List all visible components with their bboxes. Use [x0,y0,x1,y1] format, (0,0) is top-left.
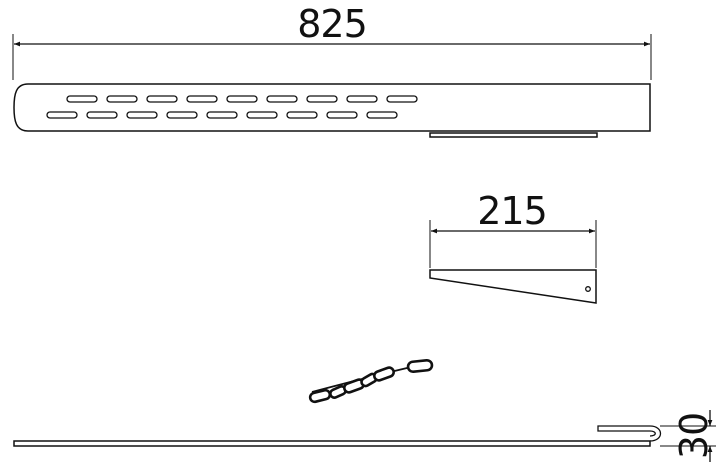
chain-link [373,366,395,382]
bracket-hole [585,286,591,292]
rail-slot [366,111,398,119]
rail-base-strip [429,132,598,138]
rail-slot [206,111,238,119]
rail-slot [126,111,158,119]
rail-slot [266,95,298,103]
rail-slot [246,111,278,119]
rail-slot [306,95,338,103]
rail-slot [326,111,358,119]
rail-slot [346,95,378,103]
dimension-label-825: 825 [297,2,367,46]
rail-slot [286,111,318,119]
dimension-30: 30 [660,410,716,462]
rail-slot [186,95,218,103]
rail-slot [106,95,138,103]
dimension-label-215: 215 [477,189,547,233]
rail-slot [146,95,178,103]
rod-body [13,440,651,447]
rail-slot [226,95,258,103]
hook-rod [13,425,662,447]
rail-slot [46,111,78,119]
slot-row-bottom [46,111,398,119]
support-bracket [429,269,597,304]
chain-link-end [406,358,434,374]
dimension-825: 825 [12,2,652,80]
chain [308,358,434,404]
dimension-label-30: 30 [672,413,716,459]
perforated-rail [13,83,651,138]
rod-hook [597,425,662,442]
bracket-body [429,269,597,304]
dimension-215: 215 [429,189,597,268]
slot-row-top [66,95,418,103]
rail-slot [166,111,198,119]
rail-slot [86,111,118,119]
rail-slot [386,95,418,103]
rail-slot [66,95,98,103]
rail-body [13,83,651,132]
